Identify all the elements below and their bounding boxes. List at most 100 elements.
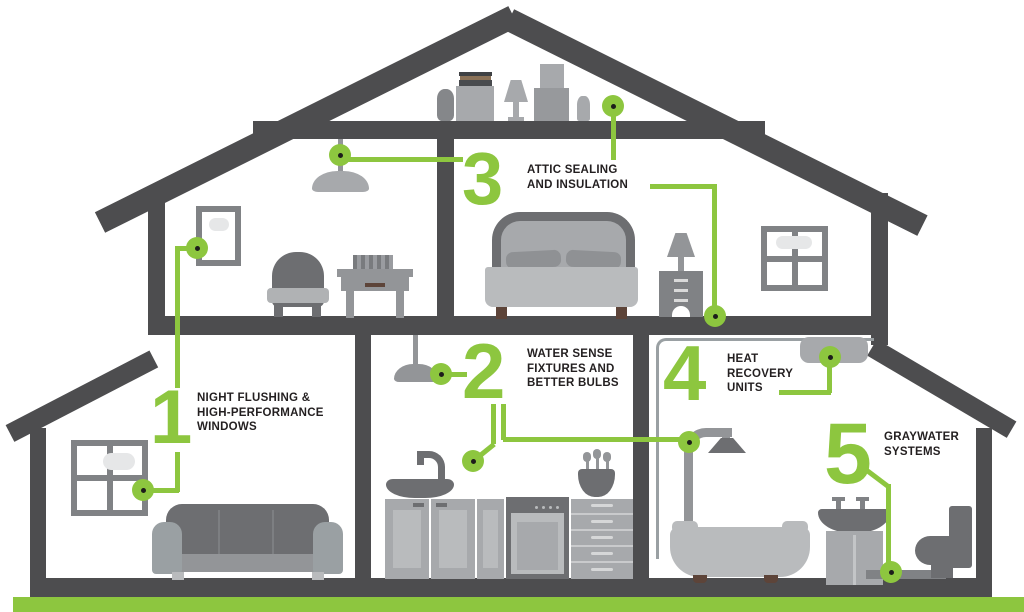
vanity-faucet-handle (832, 497, 845, 510)
marker-dot-graywater-pipe (880, 561, 902, 583)
connector-4-horizontal (779, 390, 831, 395)
attic-box-top (540, 64, 564, 88)
drawer-handle (591, 568, 613, 571)
sofa-seam (218, 510, 220, 556)
lamp-stem (513, 102, 519, 117)
attic-vase (437, 89, 454, 121)
kitchen-cabinet-panel (477, 499, 504, 579)
feature-1-line-2: HIGH-PERFORMANCE (197, 406, 324, 419)
desk-top (337, 269, 413, 277)
drawer (571, 515, 633, 529)
sofa-back (166, 504, 329, 562)
marker-dot-heat-unit (819, 346, 841, 368)
spoon-head (583, 452, 591, 462)
marker-dot-window-2f (186, 237, 208, 259)
attic-floor-beam (253, 121, 765, 139)
kitchen-cabinet-door (431, 499, 475, 579)
sofa-foot (172, 572, 184, 580)
ground-floor-slab (30, 578, 992, 597)
nightstand-arch (672, 306, 690, 317)
second-floor-right-wall (871, 193, 888, 345)
bathtub-foot (764, 575, 778, 583)
marker-dot-shower (678, 431, 700, 453)
kitchen-faucet-spout (417, 456, 424, 465)
first-floor-window (71, 440, 148, 516)
connector-2-to-shower (503, 437, 691, 442)
door-panel (439, 510, 467, 568)
attic-lamp (504, 80, 528, 121)
control-dot (542, 506, 545, 509)
book (460, 76, 491, 80)
armchair-leg (274, 303, 283, 317)
toilet-base (931, 562, 953, 578)
marker-dot-window-1f (132, 479, 154, 501)
drawer-handle (591, 504, 613, 507)
connector-5-vertical (886, 484, 891, 574)
control-dot (556, 506, 559, 509)
nightstand (659, 271, 703, 317)
dishwasher-door (517, 522, 558, 570)
feature-5-line-1: GRAYWATER (884, 431, 960, 443)
connector-pendant-to-2 (447, 372, 467, 377)
shower-pipe (684, 428, 732, 532)
bed-leg (616, 307, 627, 319)
drawer-handle (591, 536, 613, 539)
armchair-seat (267, 288, 329, 303)
spoon-stem (595, 457, 599, 473)
feature-4-line-1: HEAT (727, 353, 759, 365)
kitchen-sink-bowl (386, 479, 454, 498)
window-muntin-vertical (106, 446, 113, 510)
first-floor-wall-living-kitchen (355, 330, 371, 582)
connector-2-prong-right (501, 404, 506, 440)
window-muntin-vertical (791, 232, 798, 285)
control-dot (549, 506, 552, 509)
connector-attic-down (611, 110, 616, 160)
lamp-stem (678, 257, 684, 271)
control-dot (535, 506, 538, 509)
first-floor-wall-kitchen-bath (633, 330, 649, 582)
sofa-foot (312, 572, 324, 580)
utensil-spoon (593, 449, 601, 473)
handle-stem (860, 501, 865, 510)
ground-strip (13, 597, 1024, 612)
handle-stem (836, 501, 841, 510)
drawer-handle (674, 289, 688, 292)
marker-dot-kitchen-pendant (430, 363, 452, 385)
utensil-spoon (603, 452, 611, 473)
feature-1-label: NIGHT FLUSHING & HIGH-PERFORMANCE WINDOW… (197, 391, 324, 435)
sofa-arm (152, 522, 182, 574)
marker-dot-attic (602, 95, 624, 117)
door-panel (483, 510, 498, 568)
feature-1-line-3: WINDOWS (197, 421, 257, 434)
desk-leg (346, 291, 354, 318)
left-wing-roof (5, 350, 159, 442)
drawer (571, 563, 633, 579)
feature-2-line-1: WATER SENSE (527, 348, 613, 360)
drawer (571, 499, 633, 513)
drawer-handle (591, 552, 613, 555)
desk-leg (396, 291, 404, 318)
feature-2-line-2: FIXTURES AND (527, 362, 615, 375)
right-wing-roof (867, 339, 1017, 438)
marker-dot-ceiling-lamp (329, 144, 351, 166)
connector-3-horizontal (650, 184, 716, 189)
bed-mattress (485, 267, 638, 307)
bathtub-foot (693, 575, 707, 583)
pendant-lamp-shade (312, 171, 369, 192)
drawer-handle (591, 520, 613, 523)
drawer-handle (674, 279, 688, 282)
marker-dot-bedroom-floor (704, 305, 726, 327)
connector-lamp-to-3 (345, 157, 463, 162)
bathroom-inner-outline (656, 338, 874, 559)
feature-1-line-1: NIGHT FLUSHING & (197, 392, 311, 404)
second-floor-right-window (761, 226, 828, 291)
feature-2-number: 2 (462, 327, 505, 415)
attic-crate (456, 86, 494, 121)
lamp-foot (508, 117, 524, 121)
nightstand-lamp (667, 233, 695, 271)
spoon-head (603, 452, 611, 462)
lamp-shade (667, 233, 695, 257)
spoon-stem (605, 460, 609, 473)
connector-3-vertical (712, 184, 717, 318)
